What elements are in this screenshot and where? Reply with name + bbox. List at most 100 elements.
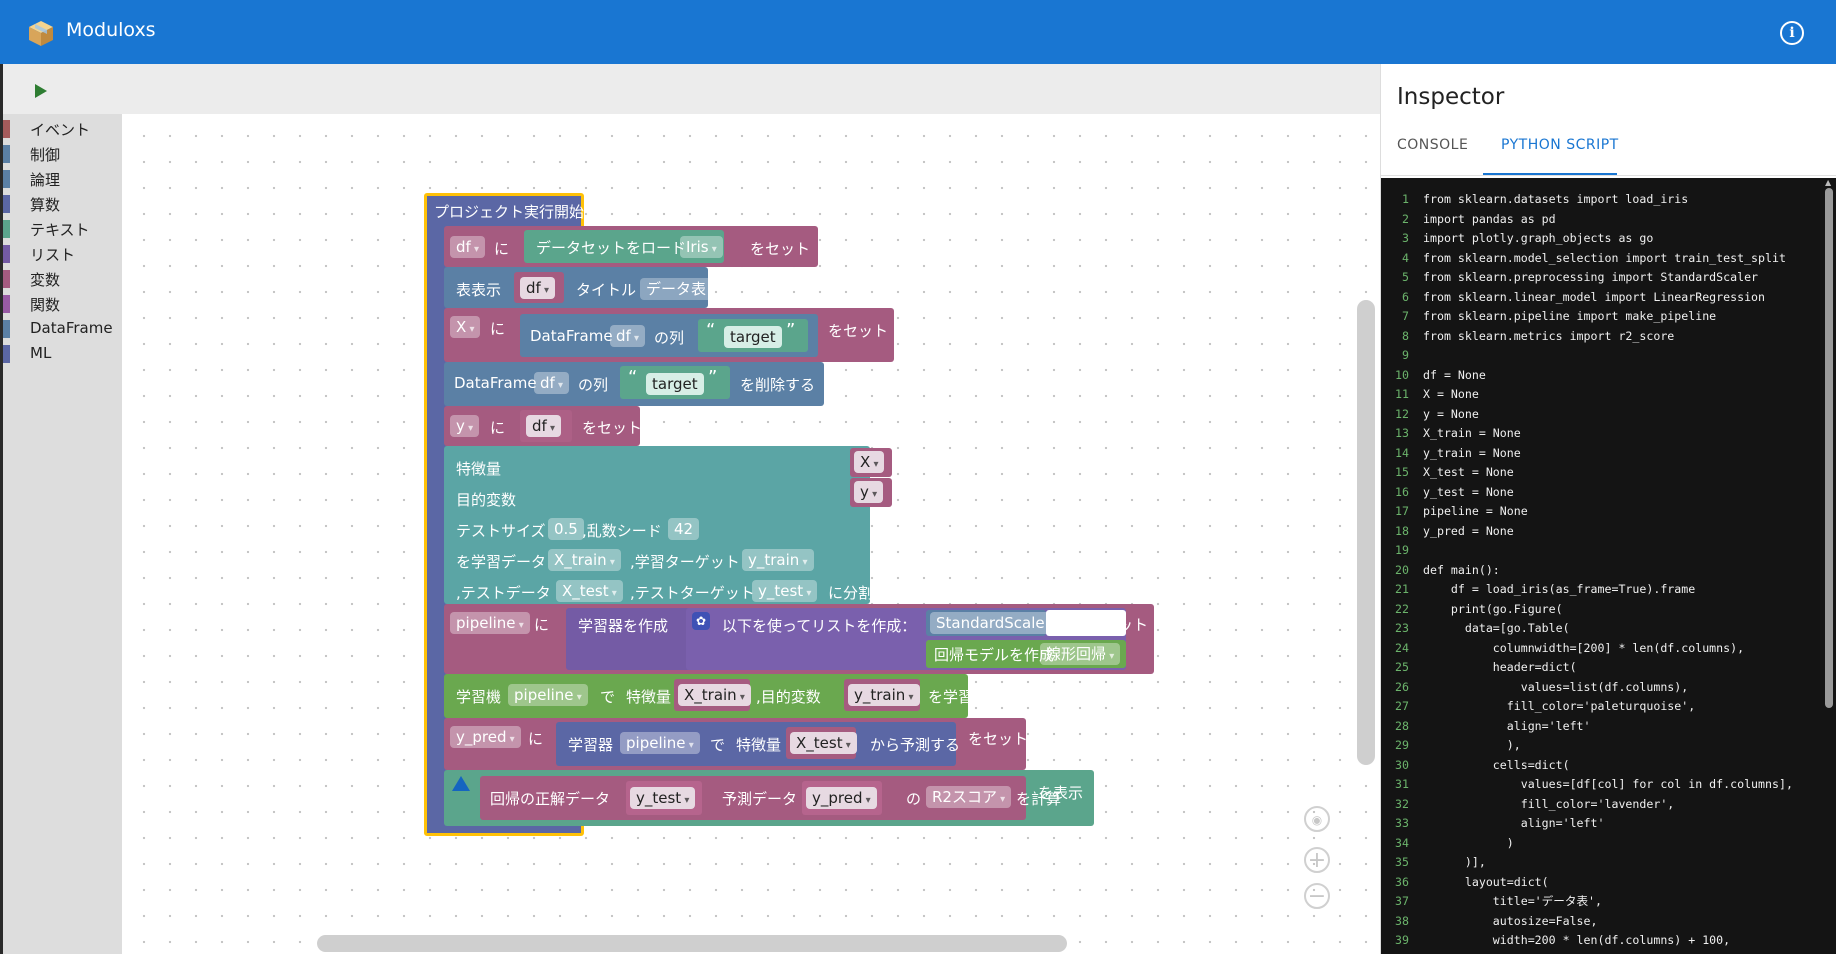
line-number: 30 [1395,757,1409,772]
pipeline-var-dropdown[interactable]: pipeline [450,612,530,634]
info-icon[interactable]: i [1780,21,1804,45]
df-var-dropdown[interactable]: df [610,325,646,347]
toolbox-category[interactable]: 関数 [3,293,122,315]
code-text: autosize=False, [1423,913,1598,928]
code-line: 24 columnwidth=[200] * len(df.columns), [1381,639,1793,659]
test-size-input[interactable]: 0.5 [548,518,584,540]
category-color-bar [3,270,10,288]
warning-icon[interactable] [452,776,470,791]
y-var-dropdown[interactable]: y [854,481,884,503]
toolbox-category[interactable]: 制御 [3,143,122,165]
toolbox-category[interactable]: リスト [3,243,122,265]
column-name-input[interactable]: target [724,326,782,348]
code-text: df = None [1423,367,1486,382]
y-pred-dropdown[interactable]: y_pred [806,787,877,809]
df-var-dropdown[interactable]: df [526,415,562,437]
vertical-scrollbar[interactable] [1357,300,1375,765]
remove-label: を削除する [740,376,816,394]
x-train-dropdown[interactable]: X_train [678,684,751,706]
category-color-bar [3,245,10,263]
y-pred-var-dropdown[interactable]: y_pred [450,726,521,748]
x-var-dropdown[interactable]: X [854,451,885,473]
dataset-dropdown[interactable]: Iris [680,236,723,258]
scroll-up-icon[interactable]: ▲ [1825,178,1832,187]
toolbox-category[interactable]: 論理 [3,168,122,190]
code-text: from sklearn.pipeline import make_pipeli… [1423,309,1717,323]
code-line: 37 title='データ表', [1381,892,1793,912]
pred-data-label: 予測データ [722,790,798,808]
no-label: の [906,790,922,808]
line-number: 13 [1395,426,1409,440]
line-number: 20 [1395,562,1409,577]
train-test-split-block[interactable] [444,446,870,604]
code-text: y_pred = None [1423,523,1514,538]
code-text: data=[go.Table( [1423,621,1570,635]
fit-label: を学習させる [928,688,1019,706]
seed-input[interactable]: 42 [668,518,700,540]
code-scrollbar[interactable] [1825,188,1833,708]
x-test-dropdown[interactable]: X_test [790,732,857,754]
line-number: 25 [1395,660,1409,674]
code-text: X_test = None [1423,465,1514,479]
line-number: 32 [1395,796,1409,811]
gear-icon[interactable]: ✿ [692,612,710,630]
train-target-label: ,学習ターゲット [630,553,740,571]
set-label: をセット [1088,616,1149,634]
df-var-dropdown[interactable]: df [534,372,570,394]
y-train-dropdown[interactable]: y_train [742,549,814,571]
tab-python-script[interactable]: PYTHON SCRIPT [1501,137,1619,153]
block-workspace[interactable]: プロジェクト実行開始 df に データセットをロード Iris をセット 表表示… [122,114,1380,954]
quote-close: ” [708,367,718,388]
category-label: リスト [30,246,76,264]
tab-console[interactable]: CONSOLE [1397,137,1469,153]
category-color-bar [3,320,10,338]
x-var-dropdown[interactable]: X [450,316,481,338]
zoom-in-icon[interactable]: + [1304,847,1330,873]
line-number: 11 [1395,387,1409,401]
horizontal-scrollbar[interactable] [317,935,1067,952]
y-test-dropdown[interactable]: y_test [752,580,818,602]
train-data-label: を学習データ [456,553,547,571]
zoom-out-icon[interactable]: − [1304,883,1330,909]
recenter-icon[interactable]: ◉ [1304,806,1330,832]
code-line: 22 print(go.Figure( [1381,600,1793,620]
line-number: 4 [1402,250,1409,265]
y-var-dropdown[interactable]: y [450,415,480,437]
code-line: 9 [1381,346,1793,366]
x-test-dropdown[interactable]: X_test [556,580,623,602]
df-var-dropdown[interactable]: df [450,236,486,258]
empty-slot[interactable] [1046,610,1126,636]
line-number: 38 [1395,913,1409,928]
toolbox-category[interactable]: イベント [3,118,122,140]
y-train-dropdown[interactable]: y_train [848,684,920,706]
code-text: width=200 * len(df.columns) + 100, [1423,933,1731,947]
regression-type-dropdown[interactable]: 線形回帰 [1040,643,1121,665]
column-name-input[interactable]: target [646,373,704,395]
code-text: y_train = None [1423,445,1521,460]
code-line: 31 values=[df[col] for col in df.columns… [1381,775,1793,795]
scaler-dropdown[interactable]: StandardScaler [930,612,1065,634]
x-train-dropdown[interactable]: X_train [548,549,621,571]
df-var-dropdown[interactable]: df [520,277,556,299]
metric-dropdown[interactable]: R2スコア [926,786,1012,808]
toolbox-category[interactable]: ML [3,343,122,365]
table-title-input[interactable]: データ表 [640,278,713,300]
play-icon[interactable] [35,84,47,98]
model-dropdown[interactable]: pipeline [508,684,588,706]
toolbox-category[interactable]: 算数 [3,193,122,215]
show-table-block[interactable] [444,267,708,308]
line-number: 1 [1402,192,1409,206]
y-test-dropdown[interactable]: y_test [630,787,696,809]
toolbox-category[interactable]: 変数 [3,268,122,290]
toolbox-category[interactable]: テキスト [3,218,122,240]
model-dropdown[interactable]: pipeline [620,732,700,754]
code-text: pipeline = None [1423,504,1528,518]
toolbox-category[interactable]: DataFrame [3,318,122,340]
set-label: をセット [828,322,889,340]
target-label: ,目的変数 [756,688,821,706]
